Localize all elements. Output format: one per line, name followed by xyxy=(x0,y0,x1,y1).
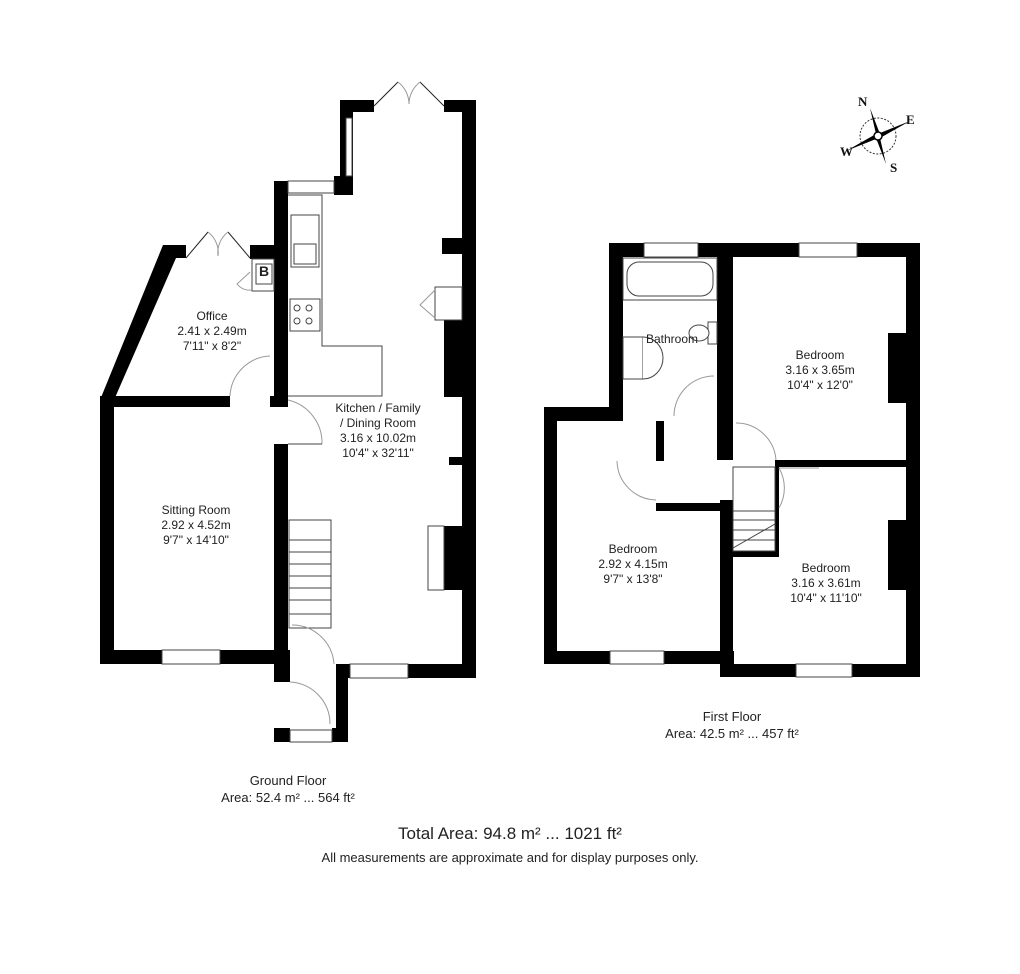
ground-floor-fixtures xyxy=(161,117,463,743)
room-imperial: 10'4" x 11'10" xyxy=(790,591,862,605)
room-name: Sitting Room xyxy=(161,503,231,517)
compass-north: N xyxy=(858,94,868,109)
first-floor-caption: First Floor Area: 42.5 m² ... 457 ft² xyxy=(665,708,799,742)
first-floor-doors xyxy=(616,375,819,509)
room-metric: 3.16 x 3.61m xyxy=(791,576,861,590)
first-floor-plan xyxy=(544,243,920,677)
room-metric: 2.92 x 4.15m xyxy=(598,557,668,571)
room-name: Office xyxy=(196,309,228,323)
room-name: Kitchen / Family xyxy=(335,401,421,415)
room-imperial: 10'4" x 32'11" xyxy=(342,446,414,460)
room-name: Bedroom xyxy=(608,542,658,556)
room-metric: 3.16 x 10.02m xyxy=(339,431,417,445)
room-name: Bedroom xyxy=(801,561,851,575)
total-area: Total Area: 94.8 m² ... 1021 ft² xyxy=(398,824,622,843)
room-label-kitchen: Kitchen / Family / Dining Room 3.16 x 10… xyxy=(335,401,420,461)
compass-south: S xyxy=(890,160,898,175)
compass: N E S W xyxy=(838,94,928,178)
compass-east: E xyxy=(906,112,915,127)
room-name-line2: / Dining Room xyxy=(339,416,417,430)
ground-floor-caption: Ground Floor Area: 52.4 m² ... 564 ft² xyxy=(221,772,355,806)
room-imperial: 9'7" x 13'8" xyxy=(603,572,663,586)
room-label-bedroom-1: Bedroom 3.16 x 3.65m 10'4" x 12'0" xyxy=(785,348,854,393)
room-metric: 2.41 x 2.49m xyxy=(177,324,247,338)
room-metric: 3.16 x 3.65m xyxy=(785,363,855,377)
room-label-sitting-room: Sitting Room 2.92 x 4.52m 9'7" x 14'10" xyxy=(161,503,230,548)
floor-area: Area: 42.5 m² ... 457 ft² xyxy=(665,726,799,741)
first-floor-fixtures xyxy=(609,242,858,678)
room-label-bedroom-2: Bedroom 2.92 x 4.15m 9'7" x 13'8" xyxy=(598,542,667,587)
room-imperial: 10'4" x 12'0" xyxy=(787,378,853,392)
floor-area: Area: 52.4 m² ... 564 ft² xyxy=(221,790,355,805)
disclaimer: All measurements are approximate and for… xyxy=(321,850,699,865)
room-label-office: Office 2.41 x 2.49m 7'11" x 8'2" xyxy=(177,309,246,354)
room-label-bathroom: Bathroom xyxy=(645,332,699,346)
room-imperial: 7'11" x 8'2" xyxy=(182,339,242,353)
room-label-bedroom-3: Bedroom 3.16 x 3.61m 10'4" x 11'10" xyxy=(790,561,862,606)
compass-rose-icon xyxy=(846,108,910,164)
floor-title: Ground Floor xyxy=(249,773,327,788)
floor-title: First Floor xyxy=(702,709,762,724)
room-imperial: 9'7" x 14'10" xyxy=(163,533,229,547)
room-name: Bedroom xyxy=(795,348,845,362)
compass-west: W xyxy=(840,144,853,159)
boiler-label: B xyxy=(258,263,270,279)
room-metric: 2.92 x 4.52m xyxy=(161,518,231,532)
ground-floor-doors xyxy=(185,81,445,725)
